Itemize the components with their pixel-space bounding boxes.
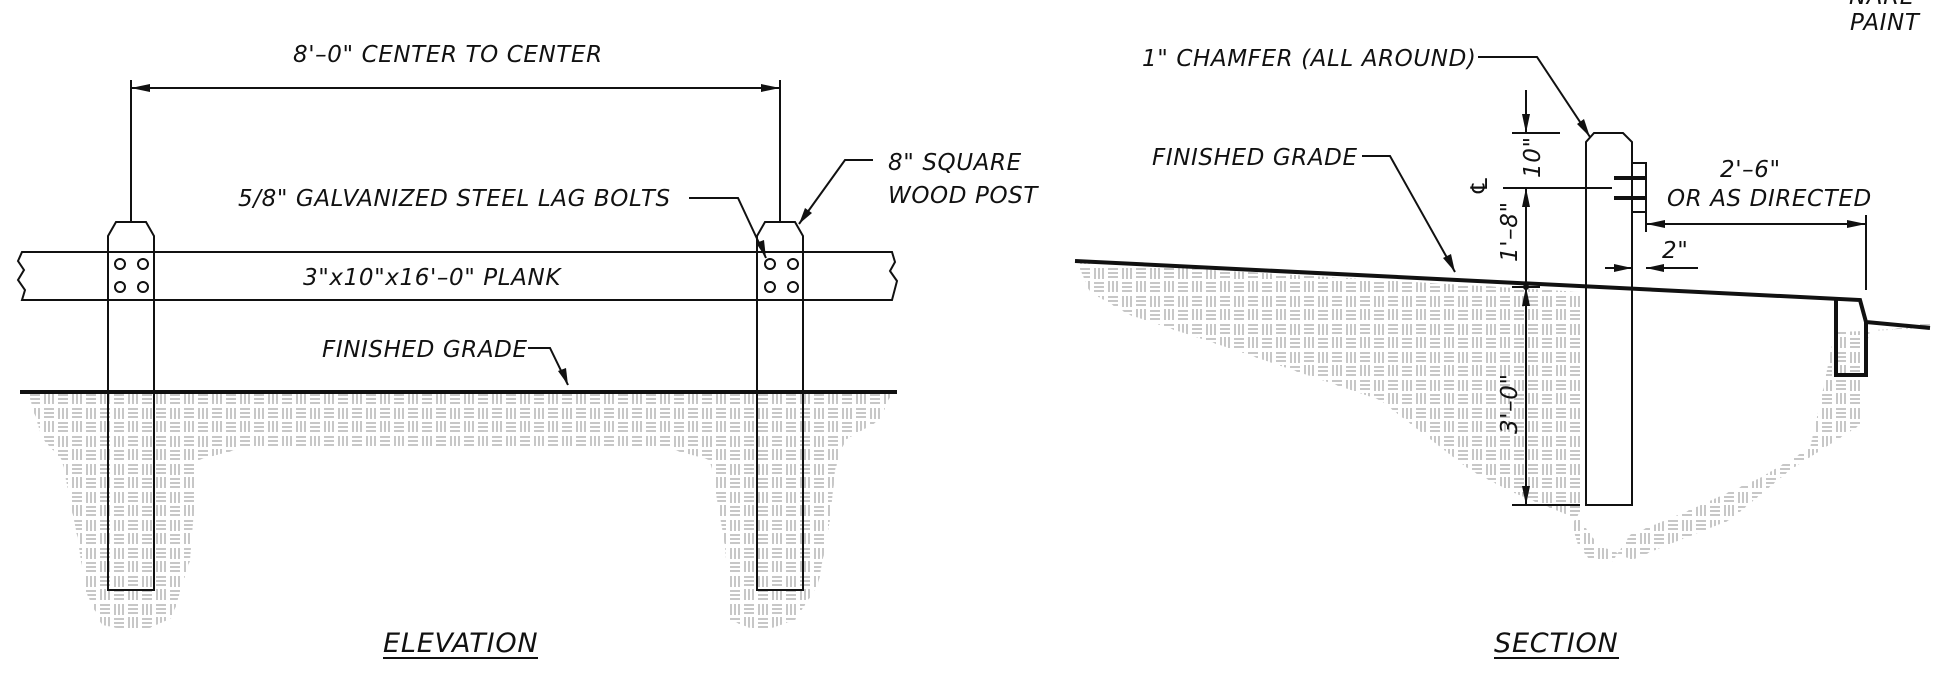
- post-leader-arrow: [799, 208, 812, 224]
- corner-note-line1: NARE: [1849, 0, 1915, 10]
- dim-3-0-arrow-top: [1522, 287, 1530, 306]
- lag-bolts-leader: [689, 197, 767, 259]
- centerline-symbol: ℄: [1467, 175, 1493, 196]
- spacing-label: 8'–0" CENTER TO CENTER: [293, 42, 603, 68]
- post-label-line2: WOOD POST: [888, 183, 1039, 209]
- left-wood-post: [107, 221, 155, 591]
- offset-arrow-left: [1646, 220, 1665, 228]
- dim-10-arrow-bottom: [1522, 188, 1530, 207]
- chamfer-leader: [1478, 56, 1591, 138]
- dim-2-arrow-left: [1614, 264, 1632, 272]
- offset-label-line2: OR AS DIRECTED: [1667, 186, 1872, 212]
- plank: [16, 251, 899, 301]
- section-wood-post: [1585, 132, 1633, 506]
- dim-10-arrow-top: [1522, 114, 1530, 133]
- dim-2-label: 2": [1662, 238, 1688, 264]
- dim-1-8-label: 1'–8": [1497, 201, 1523, 262]
- curb: [1834, 300, 1868, 377]
- corner-note-line2: PAINT: [1850, 10, 1921, 36]
- spacing-arrow-left: [131, 84, 150, 92]
- plank-label: 3"x10"x16'–0" PLANK: [303, 265, 562, 291]
- chamfer-arrow: [1577, 119, 1590, 137]
- lag-bolts-arrow: [756, 240, 766, 258]
- dim-10-label: 10": [1520, 136, 1546, 178]
- elevation-grade-arrow: [558, 368, 568, 385]
- lag-bolts-label: 5/8" GALVANIZED STEEL LAG BOLTS: [238, 186, 671, 212]
- elevation-grade-label: FINISHED GRADE: [322, 337, 528, 363]
- elevation-soil-hatch: [28, 392, 892, 632]
- post-label-line1: 8" SQUARE: [888, 150, 1022, 176]
- chamfer-label: 1" CHAMFER (ALL AROUND): [1142, 46, 1477, 72]
- spacing-arrow-right: [761, 84, 780, 92]
- dim-3-0-arrow-bottom: [1522, 486, 1530, 505]
- section-grade-label: FINISHED GRADE: [1152, 145, 1358, 171]
- right-wood-post: [756, 221, 804, 591]
- dim-3-0-label: 3'–0": [1497, 373, 1523, 434]
- section-grade-leader: [1362, 155, 1456, 273]
- elevation-view: 8'–0" CENTER TO CENTER 5/8" GALVANIZED S…: [16, 42, 1039, 659]
- section-grade-arrow: [1443, 254, 1455, 272]
- section-plank: [1632, 162, 1647, 213]
- offset-arrow-right: [1847, 220, 1866, 228]
- dim-2-arrow-right: [1646, 264, 1664, 272]
- section-soil-hatch: [1077, 262, 1930, 562]
- grade-dim-node: [1523, 284, 1529, 290]
- left-lag-bolts: [114, 258, 149, 293]
- offset-label-line1: 2'–6": [1720, 157, 1781, 183]
- post-leader: [798, 159, 873, 225]
- elevation-grade-leader: [528, 347, 569, 386]
- section-grade-line: [1074, 259, 1931, 330]
- section-title: SECTION: [1494, 628, 1619, 659]
- section-view: 1" CHAMFER (ALL AROUND) FINISHED GRADE 1…: [1074, 0, 1931, 659]
- elevation-title: ELEVATION: [383, 628, 538, 659]
- right-lag-bolts: [764, 258, 799, 293]
